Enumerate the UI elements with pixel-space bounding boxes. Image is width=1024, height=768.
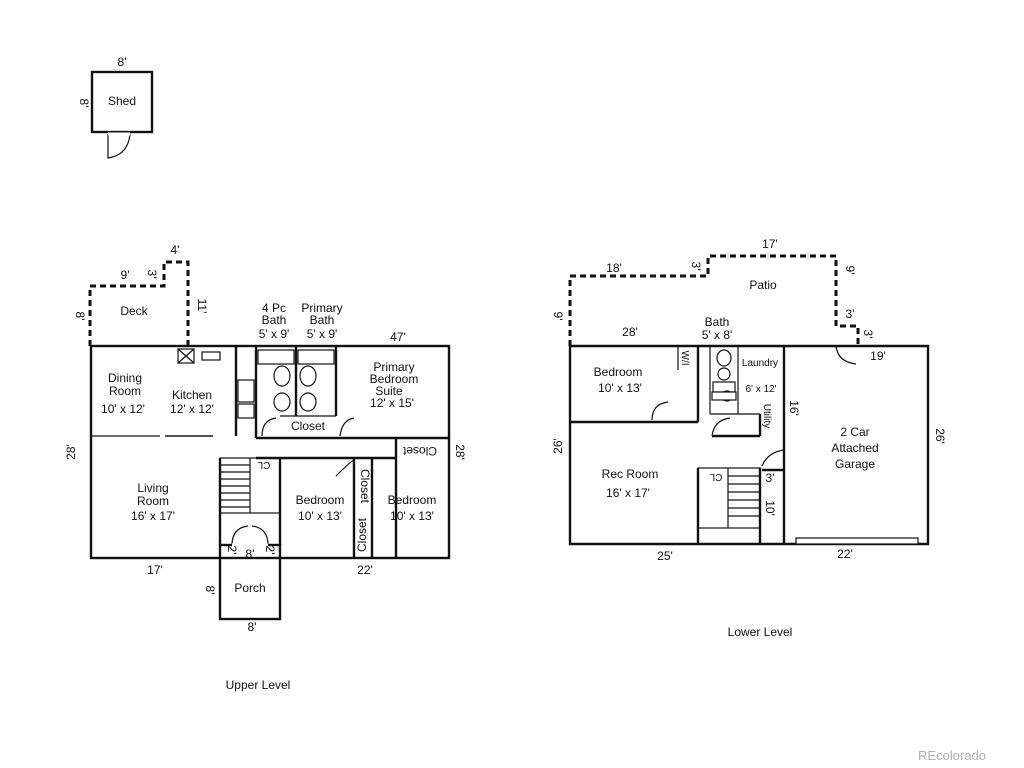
upper-dim-left: 28' <box>64 444 78 460</box>
upper-outline <box>89 344 451 560</box>
lower-level: Patio 17' 18' 3' 9' 3' 3' 9' 28' <box>551 237 947 639</box>
dining-room-size: 10' x 12' <box>101 402 145 416</box>
upper-stairs-closet-label: CL <box>257 459 270 470</box>
porch-label: Porch <box>234 581 265 595</box>
porch: Porch 8' 2' 2' 8' 8' <box>203 525 282 634</box>
kitchen-size: 12' x 12' <box>170 402 214 416</box>
deck-dim-left: 8' <box>73 312 87 321</box>
lower-utility-label: Utility <box>761 404 772 428</box>
primary-suite-name-3: Suite <box>375 384 403 398</box>
primary-suite-name-1: Primary <box>373 360 414 374</box>
deck-dim-top: 9' <box>121 268 130 282</box>
lower-dim-garage-top: 19' <box>870 349 886 363</box>
lower-dim-hall-10: 10' <box>763 500 777 516</box>
deck-label: Deck <box>120 304 148 318</box>
primary-suite-size: 12' x 15' <box>370 396 414 410</box>
lower-dim-bottom-left: 25' <box>657 549 673 563</box>
upper-level-caption: Upper Level <box>226 678 291 692</box>
bath4-size: 5' x 9' <box>259 327 290 341</box>
garage-name-3: Garage <box>835 457 875 471</box>
watermark-logo: REcolorado <box>918 748 986 763</box>
lower-dim-bottom-right: 22' <box>837 547 853 561</box>
shed-width-dim: 8' <box>118 55 127 69</box>
bedroom-a-size: 10' x 13' <box>298 509 342 523</box>
rec-room-name: Rec Room <box>602 467 659 481</box>
upper-dim-bottom-right: 22' <box>357 563 373 577</box>
lower-stairs-closet-label: CL <box>709 471 722 482</box>
upper-dim-bottom-left: 17' <box>147 563 163 577</box>
kitchen-name: Kitchen <box>172 388 212 402</box>
porch-dim-side-a: 2' <box>225 546 239 555</box>
upper-dim-right: 28' <box>453 444 467 460</box>
garage-name-1: 2 Car <box>840 425 869 439</box>
patio-dim-bottom: 28' <box>622 325 638 339</box>
living-room-size: 16' x 17' <box>131 509 175 523</box>
lower-laundry-label: Laundry <box>742 358 778 369</box>
patio-dim-step2: 3' <box>861 330 875 339</box>
rec-room-size: 16' x 17' <box>606 486 650 500</box>
garage-name-2: Attached <box>831 441 878 455</box>
upper-dim-top: 47' <box>390 330 406 344</box>
dining-room-name-1: Dining <box>108 371 142 385</box>
lower-wi-label: W/I <box>679 351 690 366</box>
porch-dim-depth: 8' <box>203 586 217 595</box>
upper-level: Deck 9' 3' 4' 11' 8' <box>64 243 467 692</box>
living-room-name-2: Room <box>137 494 169 508</box>
porch-dim-top: 8' <box>246 547 255 561</box>
lower-bedroom-name: Bedroom <box>594 365 643 379</box>
upper-closet-vertical-a: Closet <box>358 469 372 504</box>
upper-closet-center: Closet <box>291 419 326 433</box>
patio-label: Patio <box>749 278 777 292</box>
primary-suite-name-2: Bedroom <box>370 372 419 386</box>
patio-dim-left: 9' <box>551 312 565 321</box>
lower-laundry-size: 6' x 12' <box>745 384 776 395</box>
bedroom-a-name: Bedroom <box>296 493 345 507</box>
lower-stairs: CL <box>697 467 761 529</box>
dining-room-name-2: Room <box>109 384 141 398</box>
bedroom-b-name: Bedroom <box>388 493 437 507</box>
patio-outline <box>568 254 860 346</box>
lower-dim-right: 26' <box>933 428 947 444</box>
shed: Shed 8' 8' <box>77 55 154 159</box>
bath4-name-1: 4 Pc <box>262 301 286 315</box>
patio-dim-right: 9' <box>843 266 857 275</box>
bath4-name-2: Bath <box>262 313 287 327</box>
primary-bath-size: 5' x 9' <box>307 327 338 341</box>
lower-bath-name: Bath <box>705 315 730 329</box>
living-room-name-1: Living <box>137 481 168 495</box>
primary-bath-name-1: Primary <box>301 301 342 315</box>
lower-bedroom-size: 10' x 13' <box>598 381 642 395</box>
upper-closet-right: Closet <box>402 444 437 458</box>
deck-outline <box>88 260 190 346</box>
upper-closet-vertical-b: Closet <box>355 517 369 552</box>
primary-bath-name-2: Bath <box>310 313 335 327</box>
deck-dim-side: 11' <box>195 299 209 314</box>
bedroom-b-size: 10' x 13' <box>390 509 434 523</box>
upper-stairs: CL <box>219 457 281 514</box>
patio-dim-top-left: 18' <box>606 261 622 275</box>
lower-outline <box>568 344 930 546</box>
deck-dim-notch: 3' <box>145 270 159 279</box>
shed-label: Shed <box>108 94 136 108</box>
lower-bath-size: 5' x 8' <box>702 328 733 342</box>
patio-dim-top: 17' <box>762 237 778 251</box>
lower-dim-left: 26' <box>551 438 565 454</box>
deck-dim-top2: 4' <box>171 243 180 257</box>
lower-level-caption: Lower Level <box>728 625 793 639</box>
patio-dim-step: 3' <box>846 307 855 321</box>
lower-dim-hall-3: 3' <box>766 471 775 485</box>
porch-dim-width: 8' <box>248 620 257 634</box>
porch-dim-side-b: 2' <box>263 546 277 555</box>
lower-dim-hall-16: 16' <box>787 400 801 416</box>
shed-depth-dim: 8' <box>77 99 91 108</box>
patio-dim-notch: 3' <box>689 262 703 271</box>
